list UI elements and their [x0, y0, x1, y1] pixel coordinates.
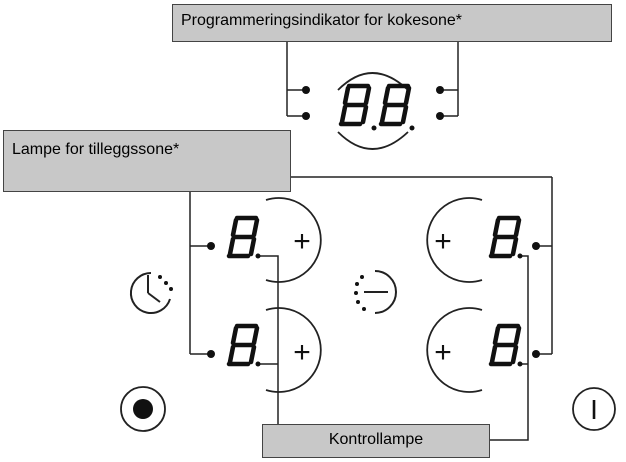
- control-lamp-label: Kontrollampe: [262, 424, 490, 458]
- zone-digit-bottom-right: [491, 326, 519, 364]
- minus-button-icon: [364, 270, 397, 314]
- zone-digit-bottom-left: [229, 326, 257, 364]
- lamp-dot-top-left: [207, 242, 215, 250]
- prog-dot-left-top: [302, 86, 310, 94]
- lamp-dot-bottom-right: [532, 350, 540, 358]
- prog-bottom-arc: [337, 131, 409, 150]
- prog-digit-left: [341, 86, 369, 124]
- zone-digit-top-right: [491, 218, 519, 256]
- programming-indicator-label: Programmeringsindikator for kokesone*: [172, 4, 612, 42]
- ctrl-dot-top-right: [517, 253, 523, 259]
- timer-icon: [129, 271, 171, 314]
- plus-icon-top-right[interactable]: +: [434, 225, 452, 258]
- plus-button-bottom-right-ring: [426, 307, 483, 393]
- prog-dot-left-bottom: [302, 112, 310, 120]
- lamp-dot-bottom-left: [207, 350, 215, 358]
- prog-digit-right: [381, 86, 409, 124]
- prog-decimal-dot: [409, 125, 415, 131]
- ctrl-dot-bottom-left: [255, 361, 261, 367]
- ctrl-left-top-line: [258, 255, 279, 424]
- plus-button-top-right-ring: [426, 197, 483, 283]
- prog-decimal-dot-left: [371, 125, 377, 131]
- plus-icon-bottom-left[interactable]: +: [293, 336, 311, 369]
- extra-zone-lamp-label: Lampe for tilleggssone*: [3, 130, 291, 192]
- plus-icon-bottom-right[interactable]: +: [434, 336, 452, 369]
- power-icon[interactable]: I: [590, 394, 598, 425]
- ctrl-dot-bottom-right: [517, 361, 523, 367]
- ctrl-right-line: [490, 255, 529, 441]
- lamp-dot-top-right: [532, 242, 540, 250]
- plus-button-top-left-ring: [265, 197, 322, 283]
- lock-icon: [133, 399, 153, 419]
- power-button-ring: [572, 387, 616, 431]
- lock-button-ring: [120, 386, 166, 432]
- ctrl-dot-top-left: [255, 253, 261, 259]
- zone-digit-top-left: [229, 218, 257, 256]
- prog-dot-right-bottom: [436, 112, 444, 120]
- plus-button-bottom-left-ring: [265, 307, 322, 393]
- prog-dot-right-top: [436, 86, 444, 94]
- plus-icon-top-left[interactable]: +: [293, 225, 311, 258]
